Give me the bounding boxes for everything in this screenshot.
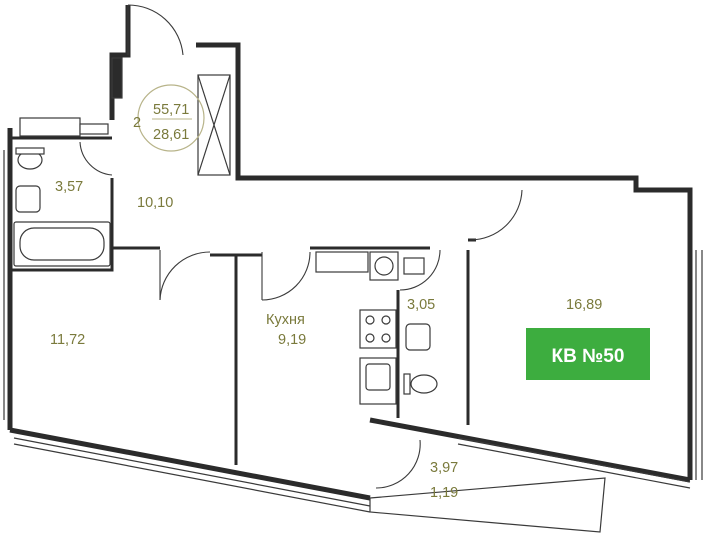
bathroom-wall xyxy=(12,178,114,272)
right-outer-wall xyxy=(633,184,693,480)
toilet-tank xyxy=(15,147,45,155)
stove-icon xyxy=(359,309,397,349)
entrance-wall-right xyxy=(196,42,639,184)
bathtub-inner xyxy=(19,227,105,261)
windows xyxy=(3,150,703,513)
balcony xyxy=(369,477,606,533)
total-area: 55,71 xyxy=(153,102,189,118)
sink-icon xyxy=(15,185,41,213)
walls xyxy=(7,5,693,501)
window-bottom-right xyxy=(457,437,691,483)
bathroom-area: 3,57 xyxy=(55,179,83,195)
balcony-area: 3,97 xyxy=(430,460,458,476)
wc-area: 3,05 xyxy=(407,297,435,313)
kitchen-name: Кухня xyxy=(266,312,305,328)
living-door-arc xyxy=(469,189,523,241)
summary-circle xyxy=(137,84,205,152)
wc-sink-icon xyxy=(405,323,431,351)
shelf xyxy=(19,117,81,137)
kitchen-area: 9,19 xyxy=(278,332,306,348)
wc-door-arc xyxy=(399,249,441,291)
balcony-door-arc xyxy=(375,439,421,489)
kitchen-door-arc xyxy=(261,251,311,301)
wc-toilet-tank xyxy=(403,373,411,395)
doors xyxy=(79,4,523,489)
bottom-right-wall xyxy=(369,417,691,483)
electrical-panel xyxy=(111,57,123,99)
living-room-area: 16,89 xyxy=(566,297,602,313)
washing-machine-icon xyxy=(369,251,399,281)
balcony-outline xyxy=(369,477,606,533)
window-bottom-right-2 xyxy=(457,443,691,489)
bathroom-door-arc xyxy=(79,141,113,176)
window-bottom-left-2 xyxy=(13,443,371,513)
room-labels: 3,57 10,10 11,72 Кухня 9,19 3,05 16,89 3… xyxy=(50,179,602,501)
badge-label: КВ №50 xyxy=(552,346,625,367)
badge-background xyxy=(526,328,650,380)
apartment-badge: КВ №50 xyxy=(526,328,650,380)
bedroom-left-area: 11,72 xyxy=(50,332,85,348)
window-bottom-left xyxy=(13,437,371,507)
rooms-count: 2 xyxy=(133,115,141,131)
shelf-2 xyxy=(79,123,109,135)
wc-toilet-icon xyxy=(410,374,438,394)
entrance-door-arc xyxy=(127,4,184,56)
kitchen-counter-top xyxy=(315,251,369,273)
bedroom-door-arc xyxy=(159,251,211,301)
fixtures xyxy=(13,57,438,405)
balcony-area-coef: 1,19 xyxy=(430,485,458,501)
bottom-left-wall xyxy=(9,427,371,501)
wc-cabinet xyxy=(403,257,425,275)
living-area: 28,61 xyxy=(153,127,189,143)
apartment-summary: 2 55,71 28,61 xyxy=(133,84,205,152)
hallway-area: 10,10 xyxy=(137,195,173,211)
partitions xyxy=(12,136,476,465)
